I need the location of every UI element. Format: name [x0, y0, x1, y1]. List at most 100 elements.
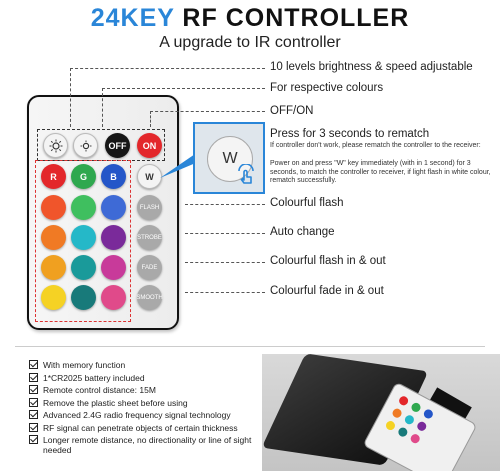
list-item: RF signal can penetrate objects of certa…	[29, 422, 261, 433]
color-button[interactable]	[101, 255, 126, 280]
color-button[interactable]	[71, 225, 96, 250]
callout-strobe: Auto change	[270, 226, 335, 238]
page-subtitle: A upgrade to IR controller	[159, 34, 341, 51]
brightness-down-icon	[80, 140, 91, 151]
checkbox-icon	[29, 360, 38, 369]
rematch-note-2: Power on and press "W" key immediately (…	[270, 160, 491, 184]
checkbox-icon	[29, 372, 38, 382]
callout-smooth: Colourful fade in & out	[270, 285, 384, 297]
product-photo	[262, 354, 500, 471]
on-label: ON	[142, 140, 157, 151]
list-item: 1*CR2025 battery included	[29, 372, 261, 383]
color-button[interactable]	[71, 285, 96, 310]
color-button[interactable]	[41, 285, 66, 310]
rematch-note-1: If controller don't work, please rematch…	[270, 142, 481, 149]
color-grid-highlight	[35, 160, 131, 322]
callout-offon: OFF/ON	[270, 105, 314, 117]
color-button[interactable]	[101, 225, 126, 250]
color-label-b: B	[110, 171, 117, 182]
color-button-b[interactable]: B	[101, 164, 126, 189]
list-item: Remove the plastic sheet before using	[29, 397, 261, 408]
callout-line	[185, 262, 265, 263]
feature-list: With memory function 1*CR2025 battery in…	[29, 360, 261, 458]
color-button[interactable]	[41, 255, 66, 280]
color-button[interactable]	[101, 285, 126, 310]
feature-text: Remote control distance: 15M	[43, 385, 156, 395]
remote-controller: OFF ON R G B W FLASH STROBE FADE SMOOTH	[27, 95, 179, 330]
list-item: Longer remote distance, no directionalit…	[29, 435, 261, 455]
w-key-zoom: W	[193, 122, 265, 194]
color-label-r: R	[50, 171, 57, 182]
checkbox-icon	[29, 385, 38, 394]
title-accent: 24KEY	[90, 4, 175, 32]
checkbox-icon	[29, 397, 38, 407]
photo-dot	[422, 407, 435, 421]
photo-dot	[397, 394, 410, 407]
callout-colours: For respective colours	[270, 82, 384, 94]
callout-line	[185, 204, 265, 205]
checkbox-icon	[29, 410, 38, 419]
off-label: OFF	[108, 140, 127, 151]
callout-rematch: Press for 3 seconds to rematch	[270, 128, 430, 140]
w-key-label: W	[222, 150, 238, 167]
feature-text: 1*CR2025 battery included	[43, 372, 145, 383]
color-button-g[interactable]: G	[71, 164, 96, 189]
list-item: Advanced 2.4G radio frequency signal tec…	[29, 410, 261, 420]
fade-label: FADE	[141, 264, 158, 271]
callout-line	[150, 111, 265, 112]
feature-text: Advanced 2.4G radio frequency signal tec…	[43, 410, 231, 420]
color-button[interactable]	[71, 255, 96, 280]
feature-text: Longer remote distance, no directionalit…	[43, 435, 252, 455]
brightness-down-button[interactable]	[73, 133, 98, 158]
on-button[interactable]: ON	[137, 133, 162, 158]
smooth-label: SMOOTH	[136, 294, 163, 301]
brightness-up-icon	[49, 139, 62, 152]
photo-dot	[403, 413, 416, 426]
callout-fade: Colourful flash in & out	[270, 255, 386, 267]
photo-dot	[409, 401, 423, 414]
photo-dot	[396, 426, 409, 439]
strobe-label: STROBE	[137, 234, 162, 241]
color-label-g: G	[79, 171, 87, 182]
checkbox-icon	[29, 435, 38, 444]
w-key-large: W	[207, 136, 253, 182]
strobe-button[interactable]: STROBE	[137, 225, 162, 250]
brightness-up-button[interactable]	[43, 133, 68, 158]
callout-line	[70, 68, 265, 69]
feature-text: RF signal can penetrate objects of certa…	[43, 422, 238, 433]
callout-line	[185, 233, 265, 234]
zoom-pointer	[160, 152, 198, 178]
callout-line	[102, 88, 265, 89]
page-title: 24KEY RF CONTROLLER	[0, 4, 500, 33]
color-button[interactable]	[101, 195, 126, 220]
photo-dot	[415, 420, 428, 433]
photo-dot	[384, 419, 397, 432]
w-label: W	[145, 171, 154, 182]
flash-button[interactable]: FLASH	[137, 195, 162, 220]
color-button[interactable]	[41, 195, 66, 220]
photo-dot	[409, 432, 422, 445]
photo-dot	[390, 407, 404, 420]
callout-line	[70, 68, 71, 127]
color-button-r[interactable]: R	[41, 164, 66, 189]
list-item: With memory function	[29, 360, 261, 370]
callout-line	[150, 111, 151, 127]
flash-label: FLASH	[139, 204, 160, 211]
callout-brightness: 10 levels brightness & speed adjustable	[270, 61, 473, 73]
callout-line	[185, 292, 265, 293]
smooth-button[interactable]: SMOOTH	[136, 285, 163, 310]
list-item: Remote control distance: 15M	[29, 385, 261, 395]
checkbox-icon	[29, 422, 38, 432]
title-rest: RF CONTROLLER	[182, 4, 410, 32]
color-button[interactable]	[71, 195, 96, 220]
finger-press-icon	[238, 164, 254, 184]
w-button[interactable]: W	[137, 164, 162, 189]
section-divider	[15, 346, 485, 347]
feature-text: Remove the plastic sheet before using	[43, 397, 188, 408]
callout-line	[102, 88, 103, 127]
fade-button[interactable]: FADE	[137, 255, 162, 280]
feature-text: With memory function	[43, 360, 126, 370]
color-button[interactable]	[41, 225, 66, 250]
callout-flash: Colourful flash	[270, 197, 344, 209]
off-button[interactable]: OFF	[105, 133, 130, 158]
